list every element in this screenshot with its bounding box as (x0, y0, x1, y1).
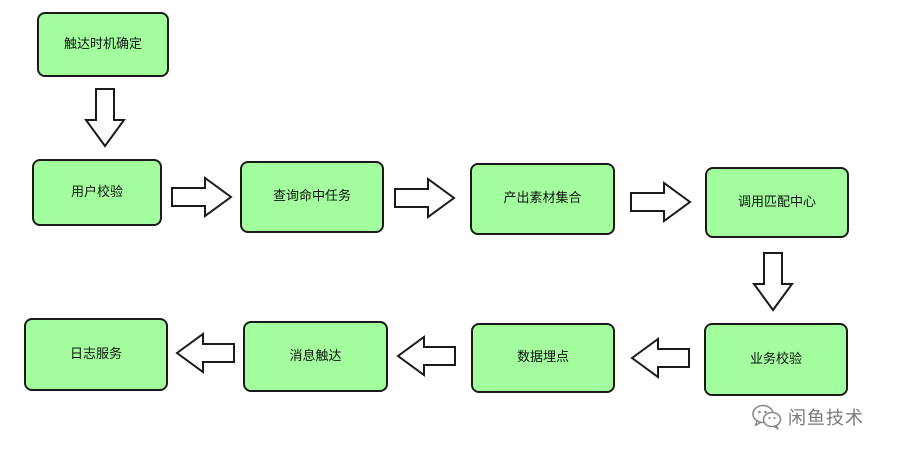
node-label: 触达时机确定 (63, 36, 142, 52)
wechat-icon (752, 404, 782, 430)
node-business-check: 业务校验 (704, 323, 848, 396)
arrow-down-icon (752, 252, 794, 312)
arrow-left-icon (630, 337, 690, 379)
node-label: 产出素材集合 (503, 191, 582, 207)
node-label: 调用匹配中心 (737, 194, 816, 210)
node-label: 查询命中任务 (272, 189, 351, 205)
node-log-service: 日志服务 (24, 318, 168, 391)
arrow-right-icon (394, 177, 456, 219)
node-label: 日志服务 (69, 346, 122, 362)
arrow-right-icon (171, 176, 233, 218)
arrow-left-icon (175, 332, 235, 374)
watermark: 闲鱼技术 (752, 400, 864, 434)
node-label: 业务校验 (749, 351, 802, 367)
node-query-task: 查询命中任务 (240, 161, 384, 233)
node-label: 用户校验 (70, 184, 123, 200)
node-trigger-timing: 触达时机确定 (37, 12, 169, 77)
node-data-tracking: 数据埋点 (471, 323, 615, 393)
arrow-left-icon (396, 335, 456, 377)
node-message-reach: 消息触达 (243, 321, 388, 392)
node-produce-material: 产出素材集合 (470, 163, 615, 235)
arrow-right-icon (630, 181, 692, 223)
arrow-down-icon (84, 88, 126, 148)
node-label: 数据埋点 (516, 350, 569, 366)
watermark-text: 闲鱼技术 (788, 408, 864, 429)
node-label: 消息触达 (289, 348, 342, 364)
node-user-check: 用户校验 (32, 159, 162, 226)
node-match-center: 调用匹配中心 (705, 167, 849, 238)
